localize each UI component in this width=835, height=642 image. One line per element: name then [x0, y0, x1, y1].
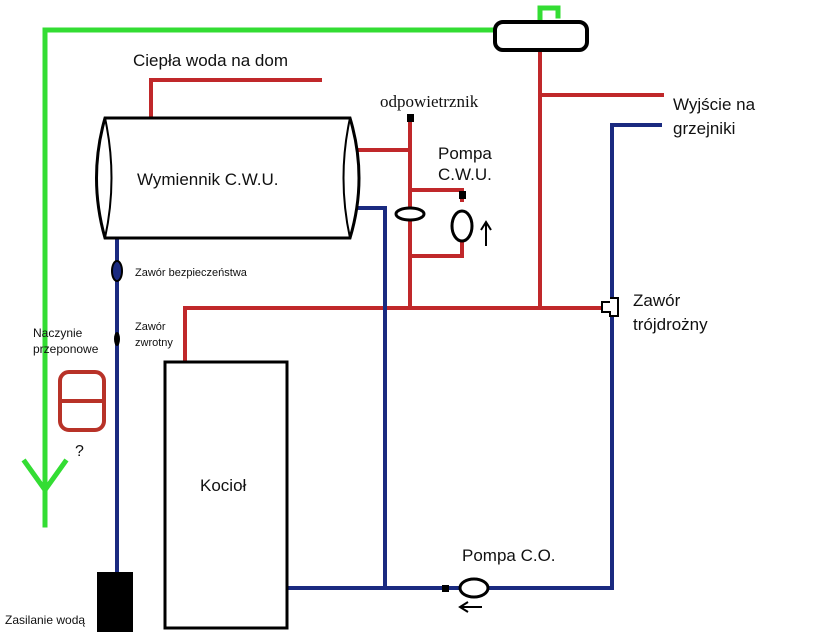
safety-valve-label: Zawór bezpieczeństwa	[135, 267, 248, 279]
air-vent-cap	[407, 114, 414, 122]
hot-water-house-label: Ciepła woda na dom	[133, 51, 288, 70]
pump-cwu-cap	[459, 191, 466, 199]
open-vessel	[493, 20, 589, 52]
safety-valve-symbol	[111, 260, 123, 282]
overflow-line	[21, 5, 561, 528]
pump-cwu-label-1: Pompa	[438, 144, 492, 163]
expansion-vessel-label-1: Naczynie	[33, 326, 83, 340]
three-way-valve-label-1: Zawór	[633, 291, 681, 310]
radiators-label-1: Wyjście na	[673, 95, 756, 114]
heat-exchanger-label: Wymiennik C.W.U.	[137, 170, 279, 189]
check-valve-label-1: Zawór	[135, 321, 166, 333]
fittings	[111, 114, 466, 592]
three-way-valve-label-2: trójdrożny	[633, 315, 708, 334]
boiler-label: Kocioł	[200, 476, 247, 495]
water-supply-meter	[97, 572, 133, 632]
check-valve-label-2: zwrotny	[135, 337, 173, 349]
air-vent-label: odpowietrznik	[380, 92, 479, 111]
pump-cwu-label-2: C.W.U.	[438, 165, 492, 184]
three-way-valve	[601, 297, 619, 317]
arrow-left-icon	[458, 601, 482, 613]
expansion-vessel	[58, 370, 106, 432]
water-supply-label: Zasilanie wodą	[5, 613, 85, 627]
expansion-vessel-label-2: przeponowe	[33, 342, 99, 356]
boiler-body	[163, 360, 289, 630]
pump-co-label: Pompa C.O.	[462, 546, 556, 565]
question-mark: ?	[75, 443, 84, 460]
pump-co-cap	[442, 585, 449, 592]
hot-pipes	[149, 48, 664, 364]
heat-exchanger-tank	[95, 116, 361, 240]
radiators-label-2: grzejniki	[673, 119, 735, 138]
pump-co	[458, 577, 490, 613]
pump-cwu	[450, 209, 492, 246]
arrow-up-icon	[480, 220, 492, 246]
flow-ring-symbol	[394, 206, 426, 222]
check-valve-symbol	[114, 332, 120, 346]
return-pipes	[115, 123, 662, 590]
